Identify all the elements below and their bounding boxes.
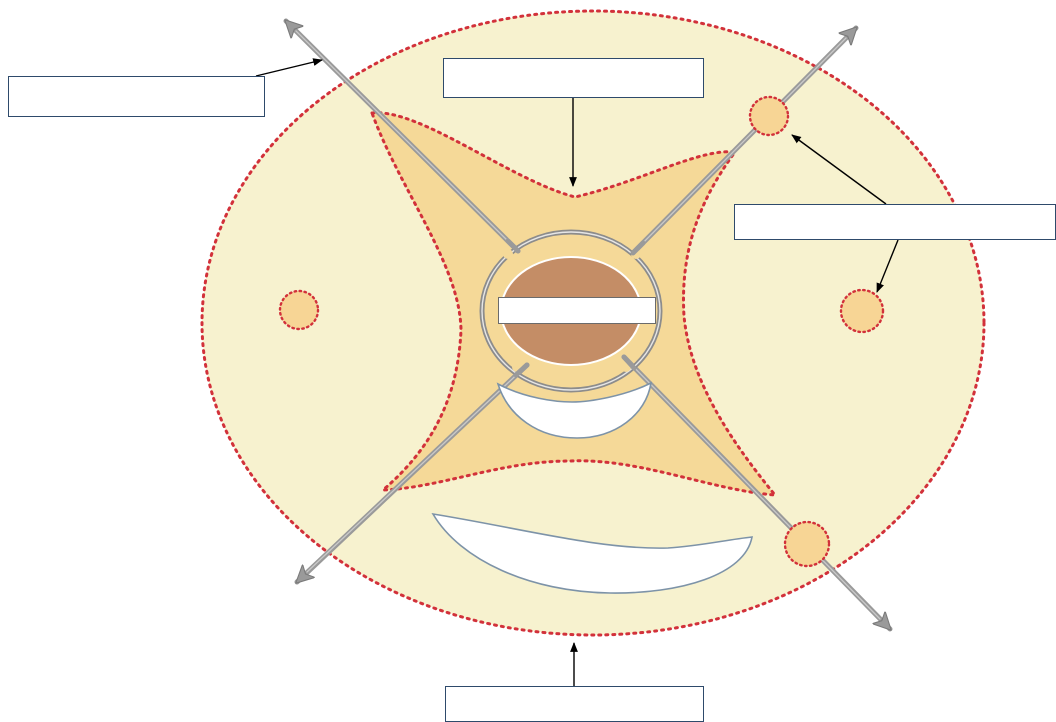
label-box-nucleus [498,297,656,324]
granule-top-right [750,97,788,135]
label-box-top-center [443,58,704,98]
granule-left [280,291,318,329]
granule-bottom-right [785,522,829,566]
granule-right [841,290,883,332]
label-box-top-left [8,76,265,117]
label-box-bottom [445,686,704,722]
label-box-right [734,204,1056,240]
pointer-top-left [256,60,322,76]
